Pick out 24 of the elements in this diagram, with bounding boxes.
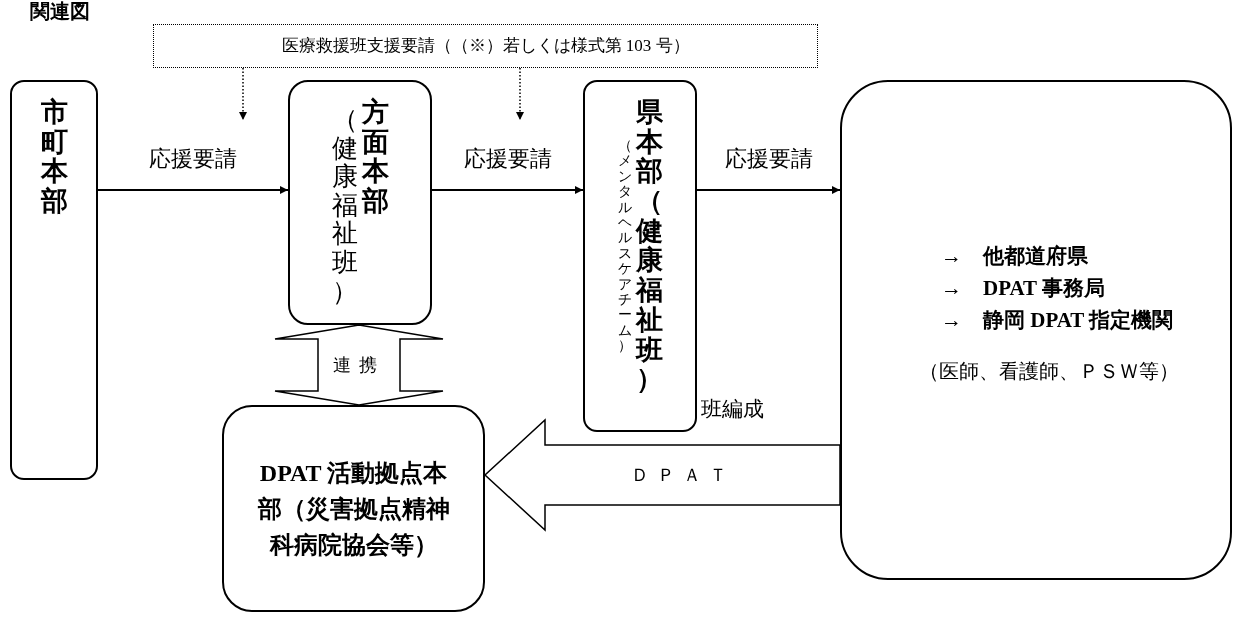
destination-text: → 静岡 DPAT 指定機関 — [941, 307, 1175, 334]
diagram-title: 関連図 — [30, 0, 90, 22]
note-box — [153, 24, 818, 68]
destination-text: → 他都道府県 — [941, 243, 1089, 270]
process-box — [222, 405, 485, 612]
process-box — [583, 80, 697, 432]
request-text: 医療救援班支援要請（（※）若しくは様式第 103 号） — [281, 35, 690, 58]
box-text: DPAT 活動拠点本部（災害拠点精神科病院協会等） — [256, 458, 451, 560]
vertical-title: 県本部（健康福祉班） — [635, 98, 663, 395]
process-box — [288, 80, 432, 325]
vertical-subtitle: （メンタルヘルスケアチーム） — [617, 138, 632, 354]
process-box — [840, 80, 1232, 580]
dotted-arrow — [516, 67, 524, 121]
process-box — [10, 80, 98, 480]
note-text: （医師、看護師、ＰＳＷ等） — [919, 359, 1179, 384]
side-note: 班編成 — [701, 396, 764, 423]
dotted-arrow — [239, 67, 247, 121]
vertical-title: 市町本部 — [40, 98, 68, 217]
vertical-title: 方面本部 — [361, 98, 389, 217]
destination-text: → DPAT 事務局 — [941, 275, 1106, 302]
arrow — [431, 186, 584, 194]
vertical-subtitle: （健康福祉班） — [331, 106, 358, 307]
arrow — [97, 186, 289, 194]
arrow — [696, 186, 841, 194]
